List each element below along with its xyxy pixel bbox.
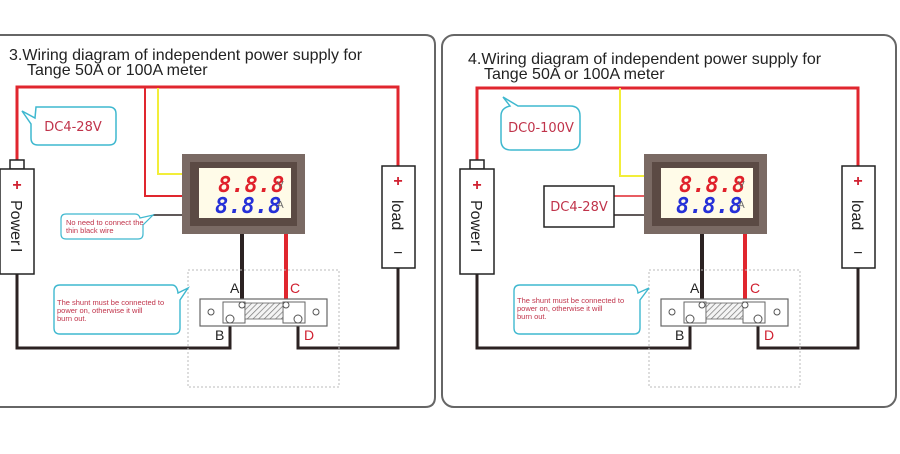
panel-4-shunt-area xyxy=(648,269,801,388)
power-minus-sign: I xyxy=(467,248,484,252)
panel-3-meter: 8.8.8 8.8.8 V A xyxy=(182,154,305,234)
terminal-b: B xyxy=(215,327,224,343)
panel-4-shunt-note: The shunt must be connected to power on,… xyxy=(513,284,650,335)
terminal-d: D xyxy=(304,327,314,343)
terminal-d: D xyxy=(764,327,774,343)
terminal-c: C xyxy=(750,280,760,296)
power-plus-sign: + xyxy=(12,177,21,194)
unit-volt: V xyxy=(738,180,745,191)
load-minus-sign: − xyxy=(393,245,402,262)
shunt-note-line1: The shunt must be connected to xyxy=(57,298,164,307)
voltage-display: 8.8.8 xyxy=(218,173,284,198)
shunt-note-line1: The shunt must be connected to xyxy=(517,296,624,305)
black-wire-note-line2: thin black wire xyxy=(66,226,114,235)
terminal-b: B xyxy=(675,327,684,343)
load-plus-sign: + xyxy=(393,173,402,190)
panel-4-meter: 8.8.8 8.8.8 V A xyxy=(644,154,767,234)
panel-4-title-line2: Tange 50A or 100A meter xyxy=(484,66,665,83)
supply-voltage-label: DC0-100V xyxy=(508,121,574,136)
panel-3-shunt: A C B D xyxy=(199,280,328,343)
panel-4-aux-supply: DC4-28V xyxy=(543,185,615,228)
panel-3-frame xyxy=(0,34,436,408)
wire-red-top xyxy=(475,86,860,166)
load-label: load xyxy=(388,200,405,230)
current-display: 8.8.8 xyxy=(215,194,281,219)
shunt-note-line2: power on, otherwise it will xyxy=(57,306,143,315)
black-wire-note-line1: No need to connect the xyxy=(66,218,144,227)
panel-3-title-line1: 3.Wiring diagram of independent power su… xyxy=(9,47,363,64)
shunt-note-line3: burn out. xyxy=(517,312,547,321)
shunt-note-line2: power on, otherwise it will xyxy=(517,304,603,313)
wire-red-meter-power xyxy=(144,87,182,197)
wire-black-power-neg xyxy=(15,273,232,350)
panel-4-power-source: + Power I xyxy=(459,159,495,275)
panel-3-shunt-area xyxy=(187,269,340,388)
wire-black-load-neg xyxy=(756,268,860,350)
supply-voltage-label: DC4-28V xyxy=(44,120,102,135)
wire-yellow-meter xyxy=(157,88,182,175)
panel-3-black-wire-note: No need to connect the thin black wire xyxy=(60,213,155,240)
wire-black-load-neg xyxy=(296,268,400,350)
power-label: Power xyxy=(467,200,484,246)
power-minus-sign: I xyxy=(7,248,24,252)
wire-black-power-neg xyxy=(475,273,692,350)
terminal-a: A xyxy=(230,280,240,296)
panel-4-frame xyxy=(441,34,897,408)
unit-amp: A xyxy=(277,200,284,211)
power-label: Power xyxy=(7,200,24,246)
load-plus-sign: + xyxy=(853,173,862,190)
terminal-a: A xyxy=(690,280,700,296)
wire-yellow-meter xyxy=(619,88,644,177)
panel-4-title-line1: 4.Wiring diagram of independent power su… xyxy=(468,51,822,68)
panel-3-wires xyxy=(15,85,400,350)
unit-amp: A xyxy=(738,200,745,211)
panel-4-wires xyxy=(475,86,860,350)
terminal-c: C xyxy=(290,280,300,296)
current-display: 8.8.8 xyxy=(676,194,742,219)
panel-3-power-source: + Power I xyxy=(0,159,35,275)
panel-4-supply-bubble: DC0-100V xyxy=(500,96,581,151)
aux-supply-label: DC4-28V xyxy=(550,200,608,215)
power-plus-sign: + xyxy=(472,177,481,194)
unit-volt: V xyxy=(277,180,284,191)
voltage-display: 8.8.8 xyxy=(679,173,745,198)
load-minus-sign: − xyxy=(853,245,862,262)
panel-4: 4.Wiring diagram of independent power su… xyxy=(441,34,897,408)
load-label: load xyxy=(848,200,865,230)
panel-3-load: + load − xyxy=(381,165,416,269)
shunt-note-line3: burn out. xyxy=(57,314,87,323)
panel-4-load: + load − xyxy=(841,165,876,269)
panel-3-shunt-note: The shunt must be connected to power on,… xyxy=(53,284,191,335)
wire-red-top xyxy=(15,85,400,166)
panel-3-supply-bubble: DC4-28V xyxy=(21,106,117,146)
panel-3: 3.Wiring diagram of independent power su… xyxy=(0,34,436,408)
panel-3-title-line2: Tange 50A or 100A meter xyxy=(27,62,208,79)
panel-4-shunt: A C B D xyxy=(660,280,789,343)
